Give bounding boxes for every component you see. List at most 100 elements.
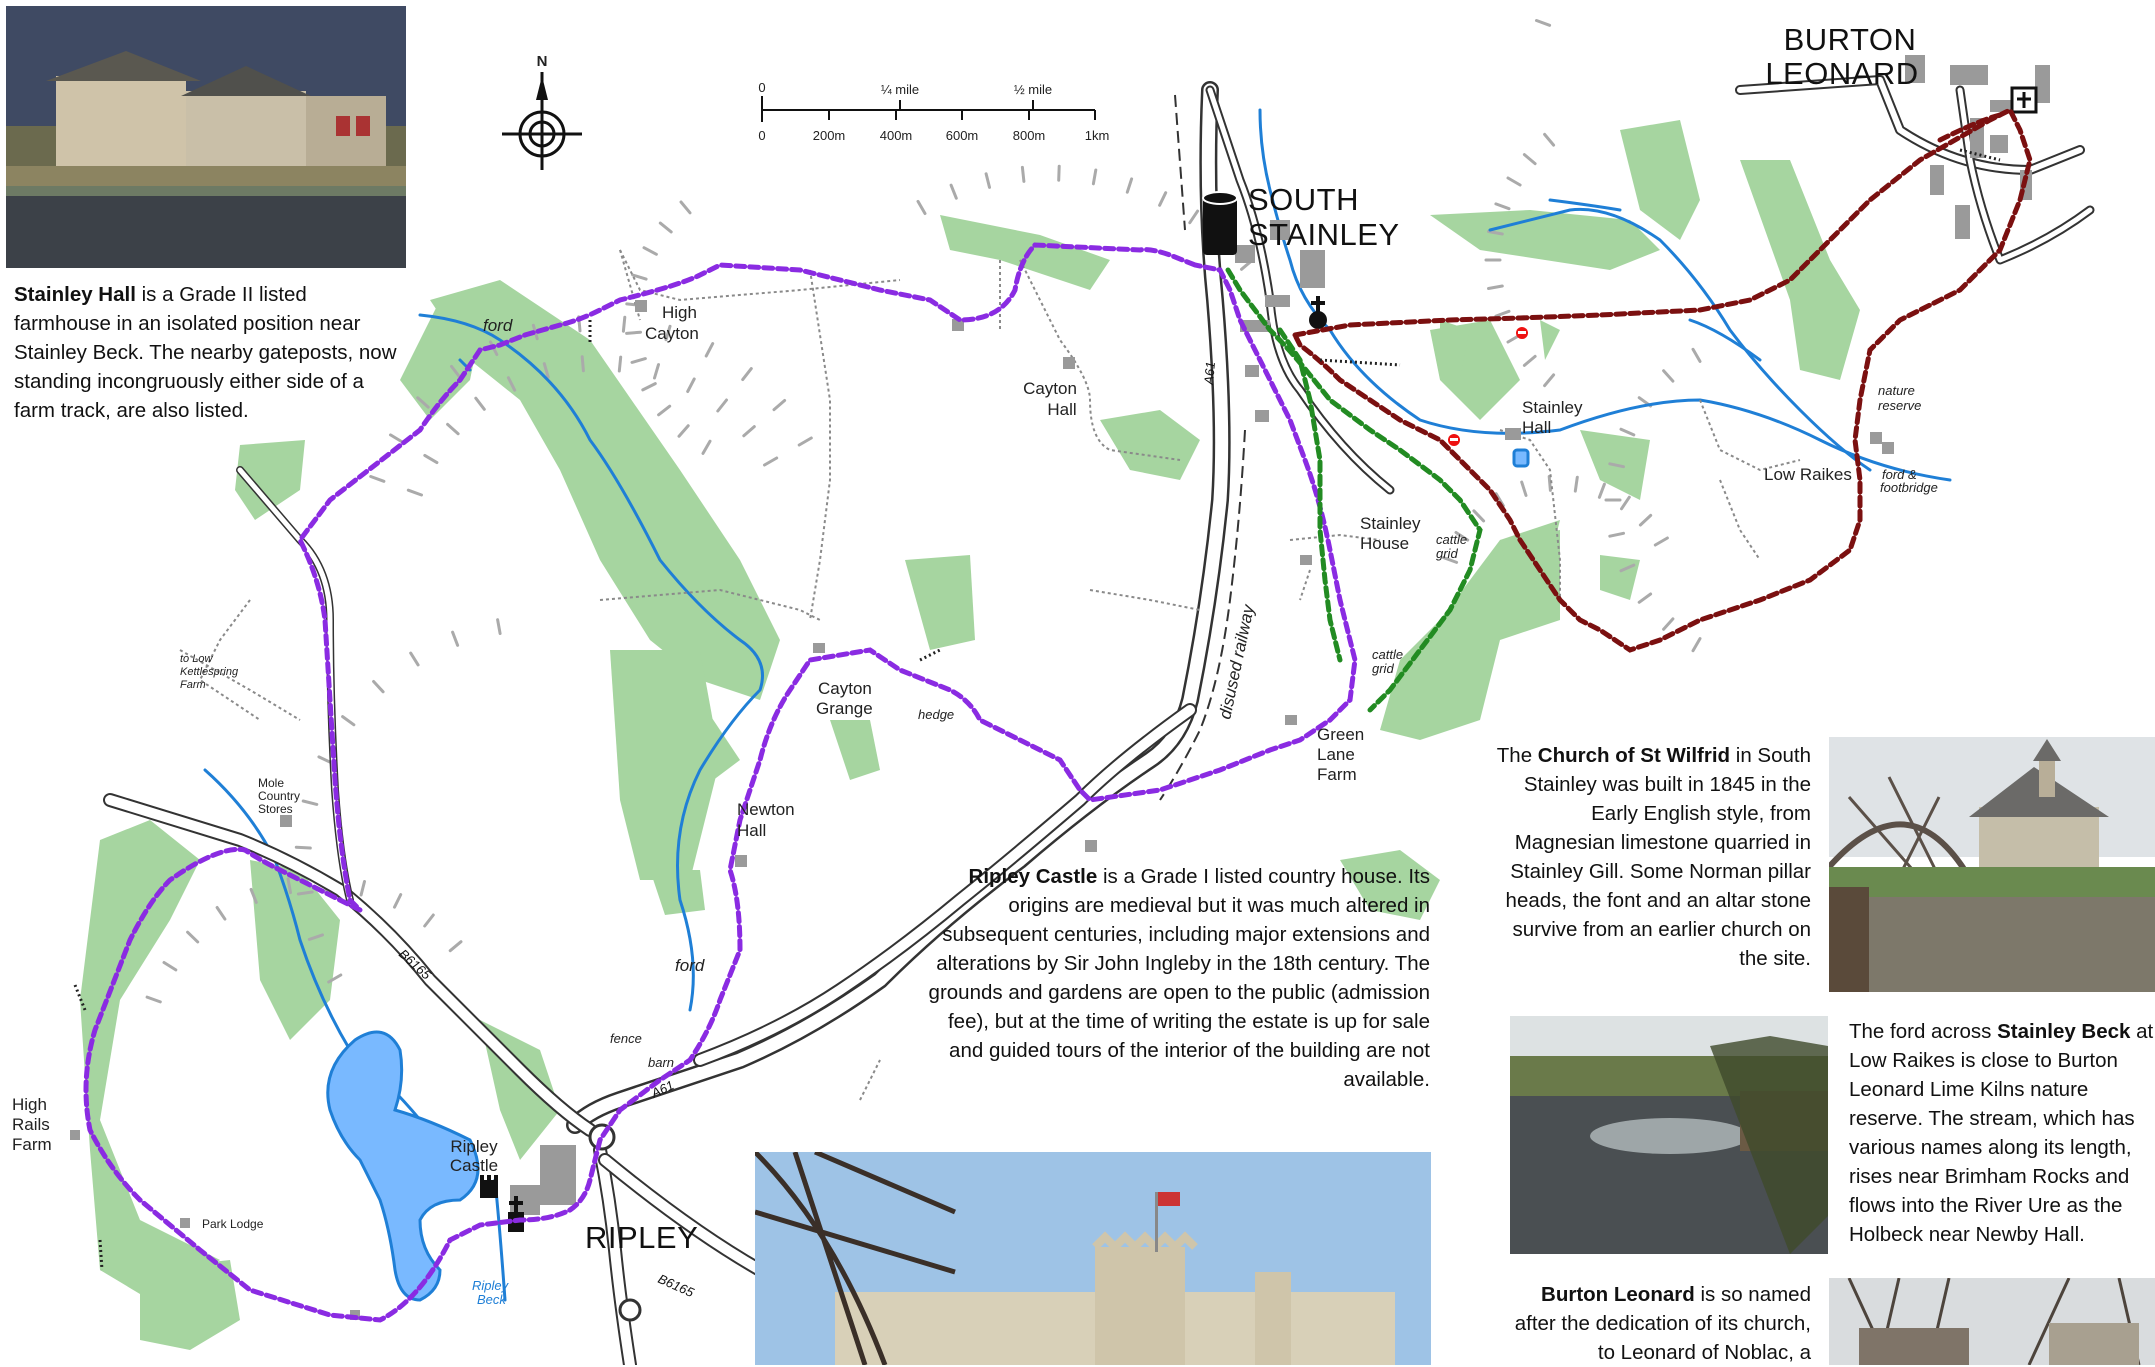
photo-stainley-hall: [6, 6, 406, 268]
hachure-mark: [1638, 513, 1653, 527]
hachure-mark: [249, 887, 258, 904]
hachure-mark: [797, 436, 813, 447]
scale-km-400: 400m: [880, 128, 913, 143]
hachure-mark: [1543, 373, 1556, 388]
disused-railway-line: [1159, 94, 1246, 801]
place-labels: BURTON LEONARD SOUTH STAINLEY RIPLEY Hig…: [12, 22, 1918, 1255]
hachure-mark: [389, 433, 404, 444]
hachure-mark: [307, 933, 324, 941]
hachure-mark: [916, 199, 927, 215]
caption-burton-leonard-text: is so named after the dedication of its …: [1514, 1283, 1811, 1364]
label-high-rails-1: High: [12, 1095, 47, 1114]
hachure-mark: [617, 355, 623, 373]
caption-stainley-hall: Stainley Hall is a Grade II listed farmh…: [14, 280, 409, 425]
hachure-mark: [657, 404, 672, 417]
caption-stainley-hall-bold: Stainley Hall: [14, 283, 136, 306]
hachure-mark: [409, 651, 420, 667]
label-hedge: hedge: [918, 707, 954, 722]
slope-hachures: [145, 19, 1702, 1004]
hachure-mark: [1158, 191, 1168, 207]
buildings: [70, 55, 2050, 1320]
road-label-b6165-b: B6165: [656, 1271, 697, 1300]
hachure-mark: [1494, 202, 1511, 211]
hachure-mark: [1608, 462, 1625, 469]
no-entry-icons: [1448, 327, 1528, 446]
hachure-mark: [1494, 309, 1511, 318]
label-nature-reserve-2: reserve: [1878, 398, 1921, 413]
hachure-mark: [742, 425, 756, 438]
label-kettlespring-2: Kettlespring: [180, 666, 239, 678]
label-ford-footbridge-1: ford &: [1882, 467, 1917, 482]
hachure-mark: [1522, 153, 1537, 166]
hachure-mark: [630, 357, 647, 364]
label-cattle-grid-2b: grid: [1372, 661, 1394, 676]
label-barn: barn: [648, 1055, 674, 1070]
hachure-mark: [393, 893, 403, 909]
hachure-mark: [341, 715, 356, 727]
hachure-mark: [664, 324, 672, 342]
hachure-mark: [1543, 132, 1556, 147]
hachure-mark: [450, 364, 462, 379]
hachure-mark: [1522, 354, 1537, 367]
feature-labels: ford ford ford & footbridge nature reser…: [180, 316, 1938, 1307]
hachure-mark: [359, 880, 366, 897]
label-stainley-house-2: House: [1360, 534, 1409, 553]
caption-ripley-castle-text: is a Grade I listed country house. Its o…: [928, 865, 1430, 1091]
label-ripley-castle-1: Ripley: [450, 1137, 498, 1156]
label-ford-south: ford: [675, 956, 705, 975]
hachure-mark: [372, 680, 385, 694]
caption-stainley-hall-text: is a Grade II listed farmhouse in an iso…: [14, 283, 397, 422]
route-purple: [83, 242, 1358, 1323]
hachure-mark: [1188, 209, 1200, 225]
caption-church-text: in South Stainley was built in 1845 in t…: [1505, 744, 1811, 970]
hachure-mark: [294, 845, 312, 850]
hachure-mark: [446, 422, 460, 436]
hachure-mark: [1662, 369, 1675, 383]
label-ripley-beck-1: Ripley: [472, 1278, 510, 1293]
hachure-mark: [631, 273, 648, 281]
caption-ripley-castle: Ripley Castle is a Grade I listed countr…: [925, 862, 1430, 1094]
hachure-mark: [215, 906, 227, 921]
hachure-mark: [496, 618, 502, 635]
hachure-mark: [1619, 563, 1636, 573]
caption-church: The Church of St Wilfrid in South Stainl…: [1495, 741, 1811, 973]
compass-rose: N: [502, 53, 582, 170]
caption-burton-leonard: Burton Leonard is so named after the ded…: [1500, 1280, 1811, 1367]
hachure-mark: [763, 456, 779, 467]
label-ford-north: ford: [483, 316, 513, 335]
label-ripley: RIPLEY: [585, 1220, 698, 1255]
scale-mile-quarter: ¼ mile: [881, 82, 919, 97]
label-nature-reserve-1: nature: [1878, 383, 1915, 398]
scale-mile-0: 0: [758, 80, 765, 95]
ponds: [326, 448, 1530, 1302]
caption-ripley-castle-bold: Ripley Castle: [968, 865, 1098, 888]
caption-burton-leonard-bold: Burton Leonard: [1541, 1283, 1695, 1306]
photo-burton-leonard: [1829, 1278, 2155, 1365]
hachure-mark: [1472, 509, 1486, 523]
scale-km-600: 600m: [946, 128, 979, 143]
hachure-mark: [162, 961, 178, 972]
label-low-raikes: Low Raikes: [1764, 465, 1852, 484]
label-green-lane-farm-2: Lane: [1317, 745, 1355, 764]
hachure-mark: [1091, 168, 1098, 186]
hachure-mark: [474, 396, 486, 411]
hachure-mark: [369, 475, 386, 483]
hachure-mark: [1520, 480, 1528, 497]
hachure-mark: [301, 799, 319, 806]
hachure-mark: [704, 342, 715, 358]
label-cattle-grid-2a: cattle: [1372, 647, 1403, 662]
hachure-mark: [145, 995, 162, 1004]
label-burton: BURTON: [1784, 22, 1917, 57]
label-cayton-hall-1: Cayton: [1023, 379, 1077, 398]
hachure-mark: [1547, 475, 1552, 492]
label-stainley: STAINLEY: [1248, 217, 1400, 252]
photo-ford: [1510, 1016, 1828, 1254]
label-green-lane-farm-1: Green: [1317, 725, 1364, 744]
label-cattle-grid-1b: grid: [1436, 546, 1458, 561]
compass-north-label: N: [537, 53, 548, 70]
caption-church-bold: Church of St Wilfrid: [1537, 744, 1731, 767]
label-cayton-hall-2: Hall: [1047, 400, 1076, 419]
label-ripley-castle-2: Castle: [450, 1156, 498, 1175]
label-disused-railway: disused railway: [1215, 602, 1258, 721]
